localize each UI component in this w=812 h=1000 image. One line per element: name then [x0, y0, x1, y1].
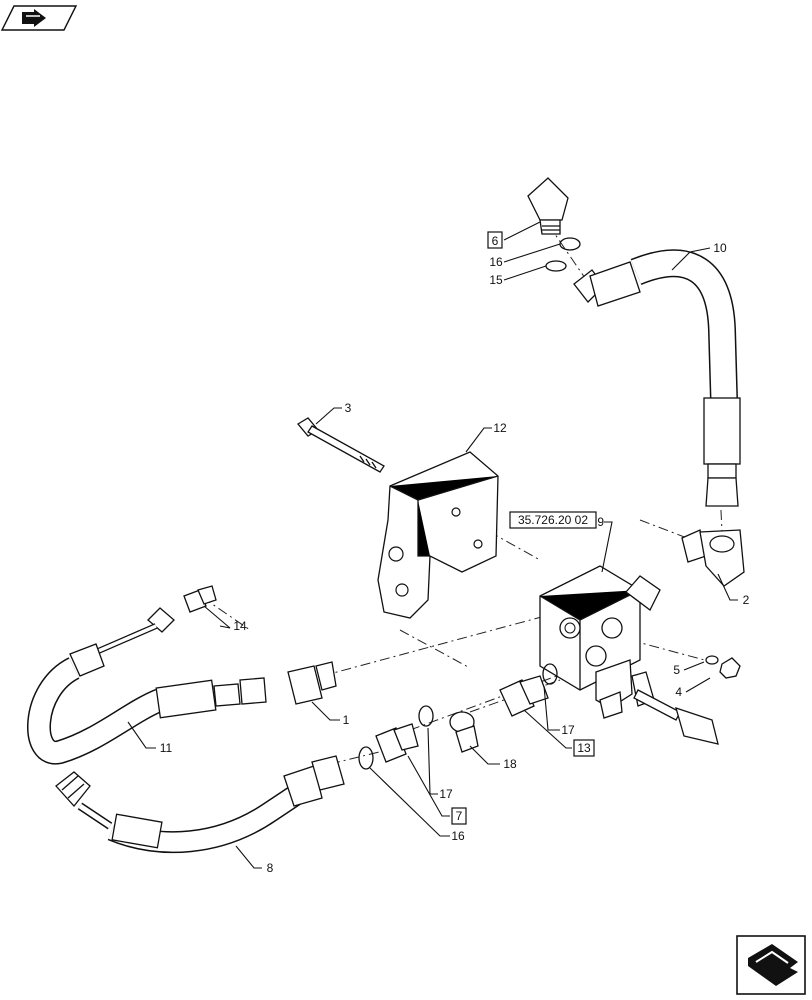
callout-12: 12 [493, 421, 507, 435]
adapter-part-1 [287, 661, 337, 705]
washer-part-5 [705, 655, 719, 665]
callout-15: 15 [489, 273, 503, 287]
callout-2: 2 [743, 593, 750, 607]
callout-3: 3 [345, 401, 352, 415]
leader-lines [127, 221, 738, 869]
elbow-fitting-part-2 [681, 529, 745, 587]
o-ring-part-15 [545, 260, 567, 272]
callout-box-13 [573, 739, 595, 757]
callout-13: 13 [577, 741, 591, 755]
reference-box-text: 35.726.20 02 [518, 513, 588, 527]
fitting-part-14 [183, 585, 217, 613]
sensor-connector [633, 689, 719, 745]
callout-18: 18 [503, 757, 517, 771]
callout-box-7 [451, 807, 467, 825]
reference-link[interactable]: 35.726.20 02 [509, 511, 597, 529]
next-page-icon[interactable] [736, 935, 806, 995]
valve-block-part-9 [539, 565, 661, 719]
fitting-part-13 [499, 675, 549, 717]
callout-16-top: 16 [489, 255, 503, 269]
o-ring-part-16-low [358, 746, 374, 770]
cap-part-18 [449, 711, 479, 753]
callout-11: 11 [160, 741, 173, 755]
callout-labels: 6 16 15 10 3 12 9 2 14 5 4 1 17 13 18 17… [160, 234, 750, 875]
o-ring-part-16-top [559, 237, 581, 251]
fitting-part-7 [375, 723, 419, 763]
nut-part-4 [719, 657, 741, 679]
o-ring-part-17-mid [418, 705, 434, 727]
hose-part-11 [27, 607, 267, 765]
hose-part-8 [55, 755, 345, 854]
callout-box-6 [487, 231, 503, 249]
callout-6: 6 [492, 234, 499, 248]
previous-page-icon[interactable] [0, 5, 78, 31]
callout-4: 4 [675, 685, 682, 699]
callout-7: 7 [456, 809, 463, 823]
bolt-part-3 [297, 417, 385, 473]
callout-17-mid: 17 [439, 787, 453, 801]
o-ring-part-17-right [542, 663, 558, 685]
bracket-part-12 [377, 451, 499, 619]
callout-8: 8 [267, 861, 274, 875]
callout-10: 10 [713, 241, 727, 255]
callout-1: 1 [343, 713, 350, 727]
hose-part-10 [573, 249, 741, 507]
callout-5: 5 [673, 663, 680, 677]
callout-9: 9 [597, 515, 604, 529]
elbow-adapter-part-6 [527, 177, 569, 235]
callout-17-right: 17 [561, 723, 575, 737]
callout-14: 14 [233, 619, 247, 633]
callout-16-low: 16 [451, 829, 465, 843]
